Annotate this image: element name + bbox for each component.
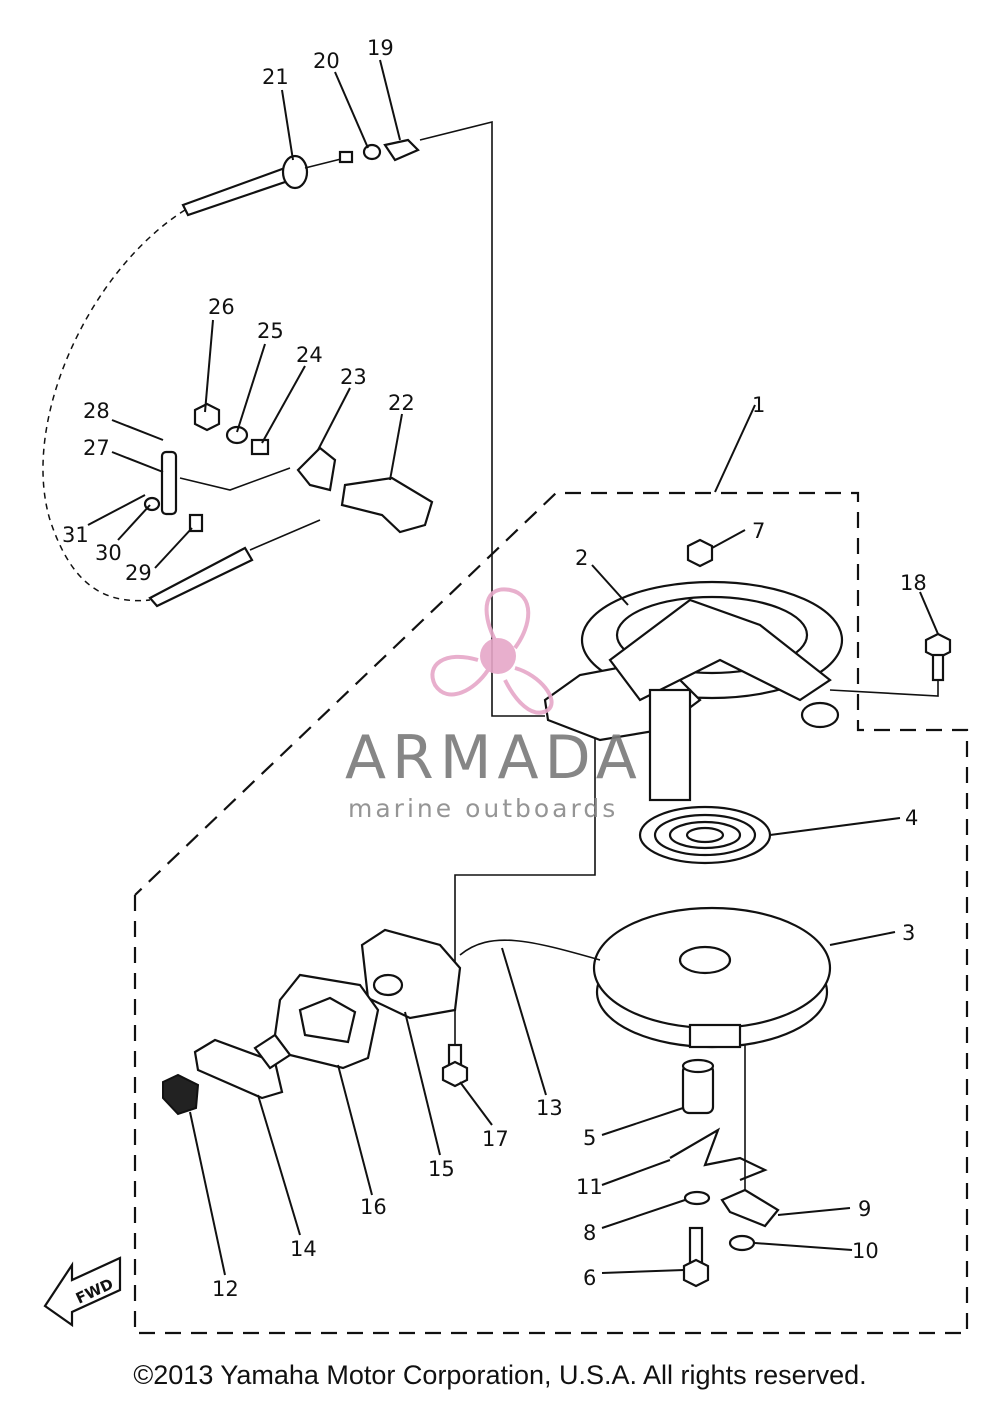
guide-line-bolt18 xyxy=(829,680,939,697)
choke-linkage xyxy=(143,402,434,608)
handle-part-14 xyxy=(193,1033,292,1100)
callout-23: 23 xyxy=(340,365,367,389)
guide-line-linkage xyxy=(179,467,291,491)
cable-assembly xyxy=(181,138,420,217)
callout-24: 24 xyxy=(296,343,323,367)
washer-part-8 xyxy=(683,1190,711,1206)
callout-6: 6 xyxy=(583,1266,596,1290)
fwd-arrow: FWD xyxy=(43,1256,122,1328)
cap-part-12 xyxy=(162,1073,200,1116)
callout-25: 25 xyxy=(257,319,284,343)
pawl-part-9 xyxy=(720,1188,780,1228)
callout-19: 19 xyxy=(367,36,394,60)
clip-part-10 xyxy=(728,1234,756,1252)
callout-26: 26 xyxy=(208,295,235,319)
callout-2: 2 xyxy=(575,546,588,570)
callout-5: 5 xyxy=(583,1126,596,1150)
callout-20: 20 xyxy=(313,49,340,73)
bolt-part-18 xyxy=(924,632,952,682)
callout-22: 22 xyxy=(388,391,415,415)
bushing-part-5 xyxy=(681,1058,715,1115)
spiral-spring-part-4 xyxy=(638,805,772,865)
propeller-logo xyxy=(430,587,554,715)
callout-4: 4 xyxy=(905,806,918,830)
cable-loop xyxy=(42,209,186,602)
watermark-tagline: marine outboards xyxy=(348,794,618,823)
rope-guide-part-15 xyxy=(360,928,462,1020)
callout-31: 31 xyxy=(62,523,89,547)
callout-16: 16 xyxy=(360,1195,387,1219)
watermark-name: ARMADA xyxy=(345,723,643,793)
leader-lines xyxy=(87,59,939,1276)
callout-29: 29 xyxy=(125,561,152,585)
bolt-part-6 xyxy=(682,1226,710,1288)
bolt-part-17 xyxy=(441,1043,469,1088)
assembly-boundary xyxy=(133,491,969,1335)
callout-12: 12 xyxy=(212,1277,239,1301)
callout-labels: 1 2 3 4 5 6 7 8 9 10 11 12 13 14 15 16 1… xyxy=(62,36,927,1301)
callout-7: 7 xyxy=(752,519,765,543)
spring-part-11 xyxy=(669,1127,768,1182)
nut-part-7 xyxy=(686,538,714,568)
callout-9: 9 xyxy=(858,1197,871,1221)
callout-21: 21 xyxy=(262,65,289,89)
armada-watermark: ARMADA marine outboards xyxy=(345,587,643,823)
starter-housing xyxy=(543,580,844,802)
rope-part-13 xyxy=(459,939,601,961)
propeller-hub xyxy=(480,638,516,674)
callout-18: 18 xyxy=(900,571,927,595)
callout-10: 10 xyxy=(852,1239,879,1263)
copyright-notice: ©2013 Yamaha Motor Corporation, U.S.A. A… xyxy=(133,1360,867,1390)
callout-14: 14 xyxy=(290,1237,317,1261)
callout-27: 27 xyxy=(83,436,110,460)
reel-pulley-part-3 xyxy=(592,906,832,1049)
callout-15: 15 xyxy=(428,1157,455,1181)
callout-13: 13 xyxy=(536,1096,563,1120)
callout-3: 3 xyxy=(902,921,915,945)
callout-30: 30 xyxy=(95,541,122,565)
callout-8: 8 xyxy=(583,1221,596,1245)
grip-part-16 xyxy=(273,973,380,1070)
callout-11: 11 xyxy=(576,1175,603,1199)
guide-line-cable xyxy=(419,120,545,717)
callout-1: 1 xyxy=(752,393,765,417)
callout-17: 17 xyxy=(482,1127,509,1151)
callout-28: 28 xyxy=(83,399,110,423)
